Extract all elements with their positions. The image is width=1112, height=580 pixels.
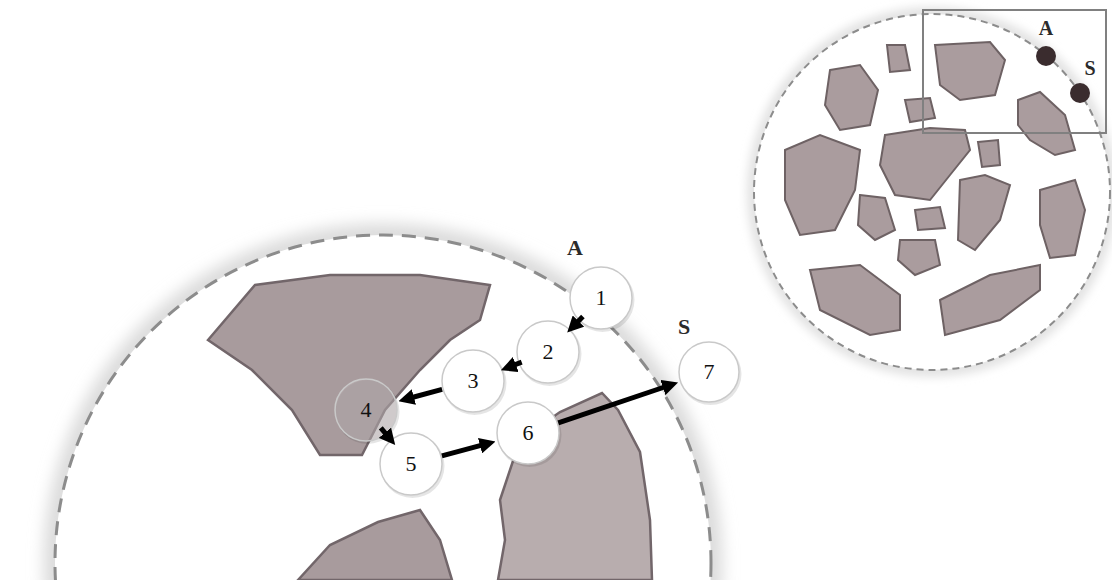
- molecule-dot: [1070, 83, 1090, 103]
- zoom-frame: [923, 10, 1106, 133]
- molecule-label: S: [678, 314, 690, 340]
- step-number: 1: [569, 266, 633, 330]
- pellet-body: [55, 235, 711, 580]
- state-circle: 5: [379, 432, 443, 496]
- inset-body: [754, 14, 1110, 370]
- molecule-dot: [1036, 46, 1056, 66]
- grain: [298, 510, 452, 580]
- step-arrow: [558, 385, 672, 423]
- step-arrow: [405, 389, 443, 399]
- state-circle: 7: [678, 341, 740, 403]
- molecule-label: S: [1084, 57, 1095, 80]
- molecule-label: A: [567, 235, 583, 261]
- step-arrow: [442, 443, 489, 456]
- grain: [498, 393, 652, 580]
- pellet-halo: [55, 235, 711, 580]
- state-circle: 6: [496, 401, 560, 465]
- pellet-boundary: [55, 235, 711, 580]
- state-circle: 3: [441, 349, 505, 413]
- molecule-label: A: [1039, 17, 1053, 40]
- step-number: 5: [379, 432, 443, 496]
- step-number: 7: [678, 341, 740, 403]
- state-circle: 4: [334, 378, 398, 442]
- state-circle: 1: [569, 266, 633, 330]
- state-circle: 2: [516, 320, 580, 384]
- inset-halo: [754, 14, 1110, 370]
- step-number: 3: [441, 349, 505, 413]
- step-number: 6: [496, 401, 560, 465]
- step-number: 2: [516, 320, 580, 384]
- inset-grains: [785, 42, 1085, 335]
- inset-boundary: [754, 14, 1110, 370]
- step-number: 4: [334, 378, 398, 442]
